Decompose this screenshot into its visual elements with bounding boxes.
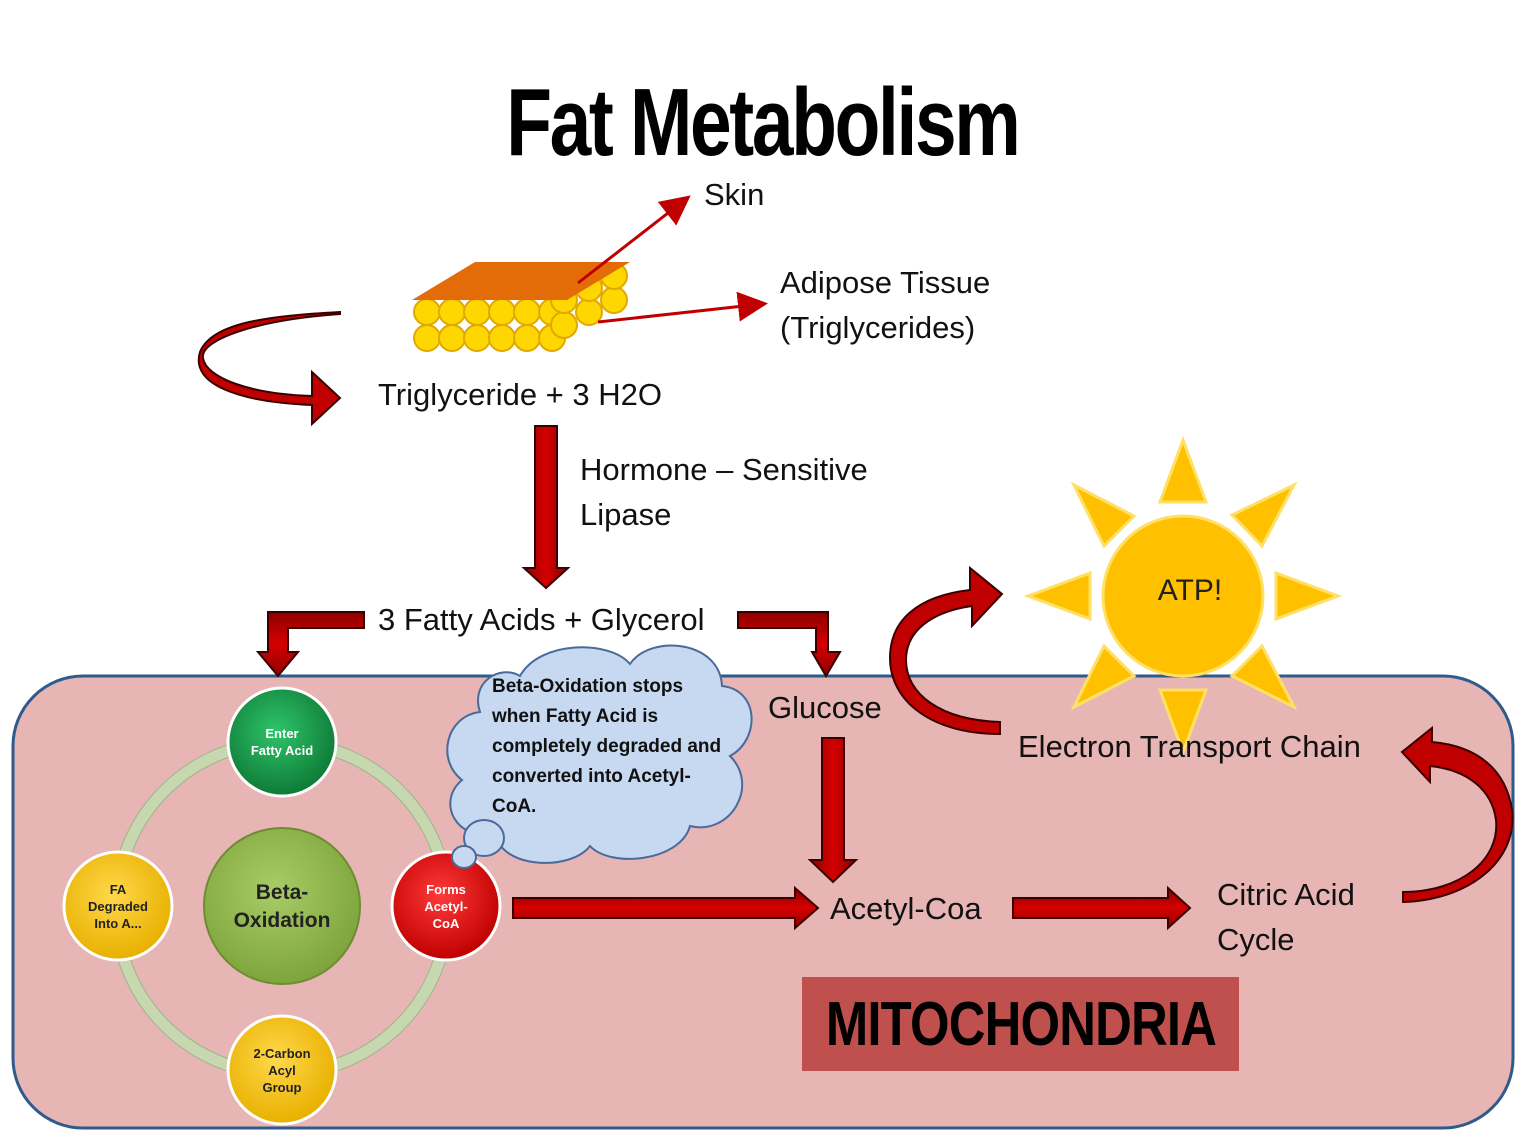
node-fa-line2: Degraded (88, 898, 148, 914)
arrow-to-acetyl-coa (512, 885, 820, 931)
adipose-tissue-illustration (412, 262, 630, 352)
adipose-pointer-arrow (597, 291, 768, 324)
node-forms-line1: Forms (426, 881, 466, 897)
label-adipose-line2: (Triglycerides) (780, 310, 976, 345)
node-forms-line2: Acetyl- (424, 898, 468, 914)
curved-arrow-triglyceride (197, 310, 342, 427)
label-citric-line2: Cycle (1217, 922, 1295, 957)
page-title: Fat Metabolism (506, 69, 1021, 176)
node-acyl-line1: 2-Carbon (253, 1045, 311, 1061)
beta-oxidation-center-text: Beta- Oxidation (212, 876, 352, 938)
arrow-to-beta-oxidation (255, 611, 365, 678)
beta-center-line2: Oxidation (233, 909, 331, 932)
arrow-glucose-down (807, 737, 859, 884)
node-fa-degraded (62, 850, 174, 962)
node-fa-line3: Into A... (94, 915, 142, 931)
label-electron-transport-chain: Electron Transport Chain (1018, 729, 1361, 764)
beta-center-line1: Beta- (255, 881, 309, 904)
node-forms-acetyl-coa-text: Forms Acetyl- CoA (396, 878, 496, 934)
node-enter-line1: Enter (265, 726, 299, 741)
label-fatty-acids-glycerol: 3 Fatty Acids + Glycerol (378, 602, 705, 637)
thought-bubble (446, 644, 753, 869)
label-skin: Skin (704, 177, 765, 212)
label-adipose-line1: Adipose Tissue (780, 265, 991, 300)
label-glucose: Glucose (768, 690, 882, 725)
node-enter-line2: Fatty Acid (250, 743, 314, 758)
label-lipase-line1: Hormone – Sensitive (580, 452, 868, 487)
node-2-carbon-acyl (226, 1014, 338, 1126)
node-acyl-line3: Group (262, 1079, 302, 1095)
thought-bubble-text: Beta-Oxidation stops when Fatty Acid is … (492, 676, 722, 817)
arrow-citric-to-etc (1400, 725, 1514, 904)
node-forms-line3: CoA (432, 915, 460, 931)
mitochondria-label: MITOCHONDRIA (825, 989, 1216, 1059)
arrow-etc-to-atp (888, 565, 1004, 736)
label-lipase-line2: Lipase (580, 497, 672, 532)
node-enter-fatty-acid (226, 686, 338, 798)
label-atp: ATP! (1157, 574, 1223, 607)
skin-pointer-arrow (577, 195, 691, 285)
arrow-to-glucose (737, 611, 842, 678)
mitochondria-label-box: MITOCHONDRIA (802, 977, 1239, 1071)
label-triglyceride: Triglyceride + 3 H2O (378, 377, 662, 412)
label-acetyl-coa: Acetyl-Coa (830, 891, 982, 926)
atp-sun (1023, 435, 1343, 757)
arrow-to-citric-acid (1012, 885, 1192, 931)
node-fa-degraded-text: FA Degraded Into A... (68, 878, 168, 934)
node-acyl-line2: Acyl (268, 1062, 296, 1078)
node-forms-acetyl-coa (390, 850, 502, 962)
beta-oxidation-center (203, 827, 361, 985)
label-citric-line1: Citric Acid (1217, 877, 1355, 912)
node-enter-fatty-acid-text: Enter Fatty Acid (232, 716, 332, 768)
node-fa-line1: FA (109, 881, 127, 897)
node-2-carbon-acyl-text: 2-Carbon Acyl Group (232, 1042, 332, 1098)
arrow-lipase-down (521, 425, 571, 590)
